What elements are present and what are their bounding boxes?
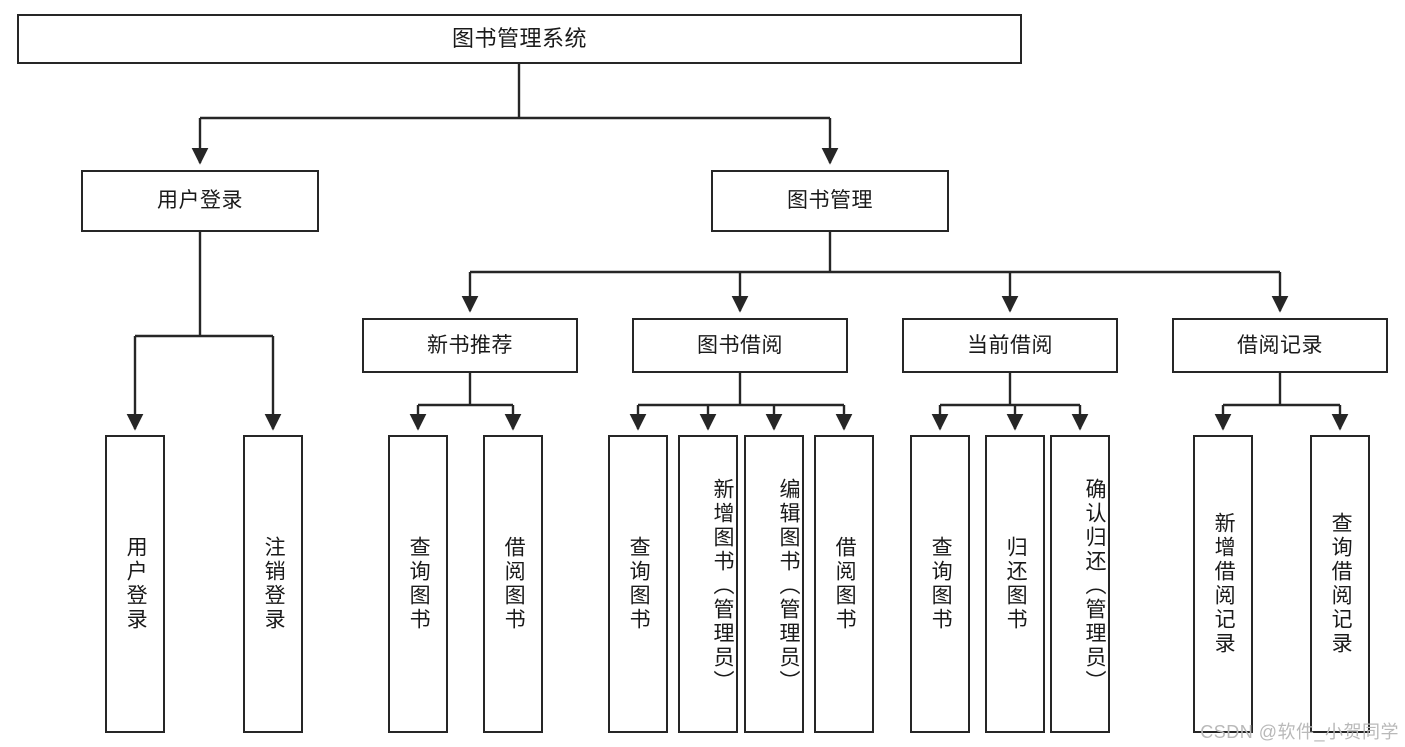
node-leaf-query-record-label: 查询借阅记录 [1329, 512, 1353, 656]
node-book-manage-label: 图书管理 [787, 189, 873, 213]
node-leaf-return-book[interactable]: 归还图书 [985, 435, 1045, 733]
node-leaf-add-record-label: 新增借阅记录 [1212, 512, 1236, 656]
node-leaf-user-login[interactable]: 用户登录 [105, 435, 165, 733]
node-root[interactable]: 图书管理系统 [17, 14, 1022, 64]
node-leaf-edit-book[interactable]: 编辑图书（管理员） [744, 435, 804, 733]
node-leaf-confirm-return-label: 确认归还（管理员） [1083, 478, 1106, 694]
node-leaf-borrow-book-2-label: 借阅图书 [833, 536, 857, 632]
node-leaf-confirm-return[interactable]: 确认归还（管理员） [1050, 435, 1110, 733]
node-new-book-recommend-label: 新书推荐 [427, 333, 513, 357]
node-leaf-add-record[interactable]: 新增借阅记录 [1193, 435, 1253, 733]
node-borrow-record[interactable]: 借阅记录 [1172, 318, 1388, 373]
node-root-label: 图书管理系统 [451, 25, 587, 51]
node-leaf-edit-book-label: 编辑图书（管理员） [777, 478, 800, 694]
node-leaf-add-book-label: 新增图书（管理员） [711, 478, 734, 694]
node-leaf-return-book-label: 归还图书 [1004, 536, 1028, 632]
node-leaf-query-record[interactable]: 查询借阅记录 [1310, 435, 1370, 733]
node-leaf-query-book-1[interactable]: 查询图书 [388, 435, 448, 733]
node-borrow-record-label: 借阅记录 [1237, 333, 1323, 357]
node-leaf-logout-label: 注销登录 [262, 536, 286, 632]
node-leaf-add-book[interactable]: 新增图书（管理员） [678, 435, 738, 733]
node-leaf-borrow-book-2[interactable]: 借阅图书 [814, 435, 874, 733]
node-leaf-borrow-book-1[interactable]: 借阅图书 [483, 435, 543, 733]
node-leaf-query-book-3[interactable]: 查询图书 [910, 435, 970, 733]
watermark: CSDN @软件_小贺同学 [1200, 722, 1399, 742]
node-leaf-borrow-book-1-label: 借阅图书 [502, 536, 526, 632]
node-book-borrow[interactable]: 图书借阅 [632, 318, 848, 373]
node-leaf-logout[interactable]: 注销登录 [243, 435, 303, 733]
node-leaf-query-book-2-label: 查询图书 [627, 536, 651, 632]
node-user-login[interactable]: 用户登录 [81, 170, 319, 232]
node-leaf-query-book-3-label: 查询图书 [929, 536, 953, 632]
node-leaf-query-book-2[interactable]: 查询图书 [608, 435, 668, 733]
node-new-book-recommend[interactable]: 新书推荐 [362, 318, 578, 373]
node-leaf-query-book-1-label: 查询图书 [407, 536, 431, 632]
node-book-manage[interactable]: 图书管理 [711, 170, 949, 232]
node-book-borrow-label: 图书借阅 [697, 333, 783, 357]
node-user-login-label: 用户登录 [157, 189, 243, 213]
node-leaf-user-login-label: 用户登录 [124, 536, 148, 632]
node-current-borrow-label: 当前借阅 [967, 333, 1053, 357]
node-current-borrow[interactable]: 当前借阅 [902, 318, 1118, 373]
